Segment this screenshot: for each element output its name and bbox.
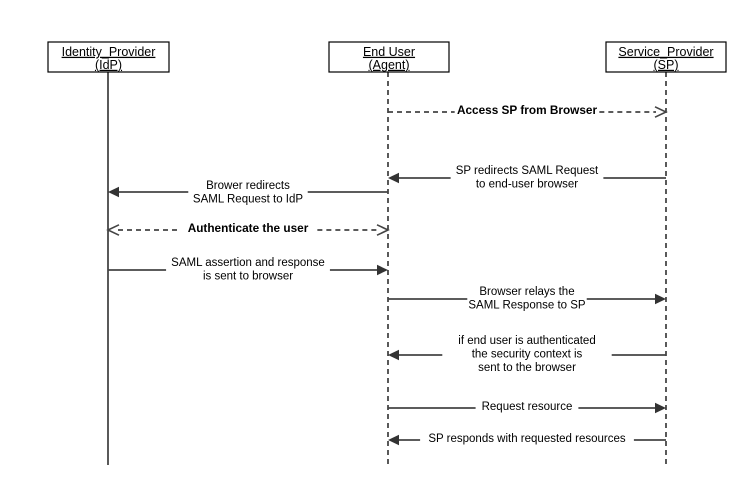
message-label-m3-line1: Brower redirects [206, 180, 290, 192]
arrowhead-right-m1 [654, 106, 668, 118]
arrowhead-left-m2 [388, 172, 399, 184]
message-label-m2-line1: SP redirects SAML Request [456, 165, 599, 177]
messages-layer: Access SP from Browser SP redirects SAML … [106, 103, 668, 446]
actor-box-enduser[interactable]: End User(Agent) [328, 41, 450, 73]
actors-layer: Identity_Provider(IdP) End User(Agent) Ser… [47, 41, 727, 73]
arrowhead-left-m3 [108, 186, 119, 198]
message-label-m5-line1: SAML assertion and response [171, 257, 325, 269]
message-label-m9-line1: SP responds with requested resources [428, 433, 626, 445]
arrowhead-right-m4 [376, 224, 390, 236]
message-label-m5-line2: is sent to browser [203, 271, 293, 283]
message-label-m2-line2: to end-user browser [476, 179, 578, 191]
arrowhead-right-m8 [655, 402, 666, 414]
message-m1[interactable]: Access SP from Browser [388, 103, 668, 118]
message-m4[interactable]: Authenticate the user [106, 221, 390, 236]
message-label-m8-line1: Request resource [482, 401, 573, 413]
message-label-m7-line3: sent to the browser [478, 362, 576, 374]
actor-box-rect-enduser [328, 41, 450, 73]
actor-box-sp[interactable]: Service_Provider(SP) [605, 41, 727, 73]
actor-label-line1-enduser: End User [363, 45, 415, 59]
message-m5[interactable]: SAML assertion and response is sent to br… [108, 257, 388, 283]
message-m9[interactable]: SP responds with requested resources [388, 433, 666, 446]
arrowhead-left-m4 [106, 224, 120, 236]
actor-label-line1-idp: Identity_Provider [62, 45, 156, 59]
message-label-m6-line2: SAML Response to SP [468, 300, 586, 312]
actor-box-rect-idp [47, 41, 170, 73]
message-label-m6-line1: Browser relays the [479, 286, 574, 298]
message-m2[interactable]: SP redirects SAML Request to end-user bro… [388, 165, 666, 191]
message-label-m4-line1: Authenticate the user [188, 221, 309, 235]
message-label-m7-line2: the security context is [472, 349, 583, 361]
message-label-m1-line1: Access SP from Browser [457, 103, 598, 117]
message-label-m7-line1: if end user is authenticated [458, 335, 595, 347]
message-m8[interactable]: Request resource [388, 401, 666, 414]
actor-box-rect-sp [605, 41, 727, 73]
arrowhead-left-m9 [388, 434, 399, 446]
arrowhead-left-m7 [388, 349, 399, 361]
arrowhead-right-m5 [377, 264, 388, 276]
message-label-m3-line2: SAML Request to IdP [193, 194, 303, 206]
actor-box-idp[interactable]: Identity_Provider(IdP) [47, 41, 170, 73]
actor-label-line1-sp: Service_Provider [618, 45, 713, 59]
message-m7[interactable]: if end user is authenticated the security… [388, 335, 666, 374]
actor-label-line2-idp: (IdP) [95, 58, 122, 72]
lifelines-layer [107, 72, 667, 465]
arrowhead-right-m6 [655, 293, 666, 305]
actor-label-line2-sp: (SP) [654, 58, 679, 72]
actor-label-line2-enduser: (Agent) [369, 58, 410, 72]
